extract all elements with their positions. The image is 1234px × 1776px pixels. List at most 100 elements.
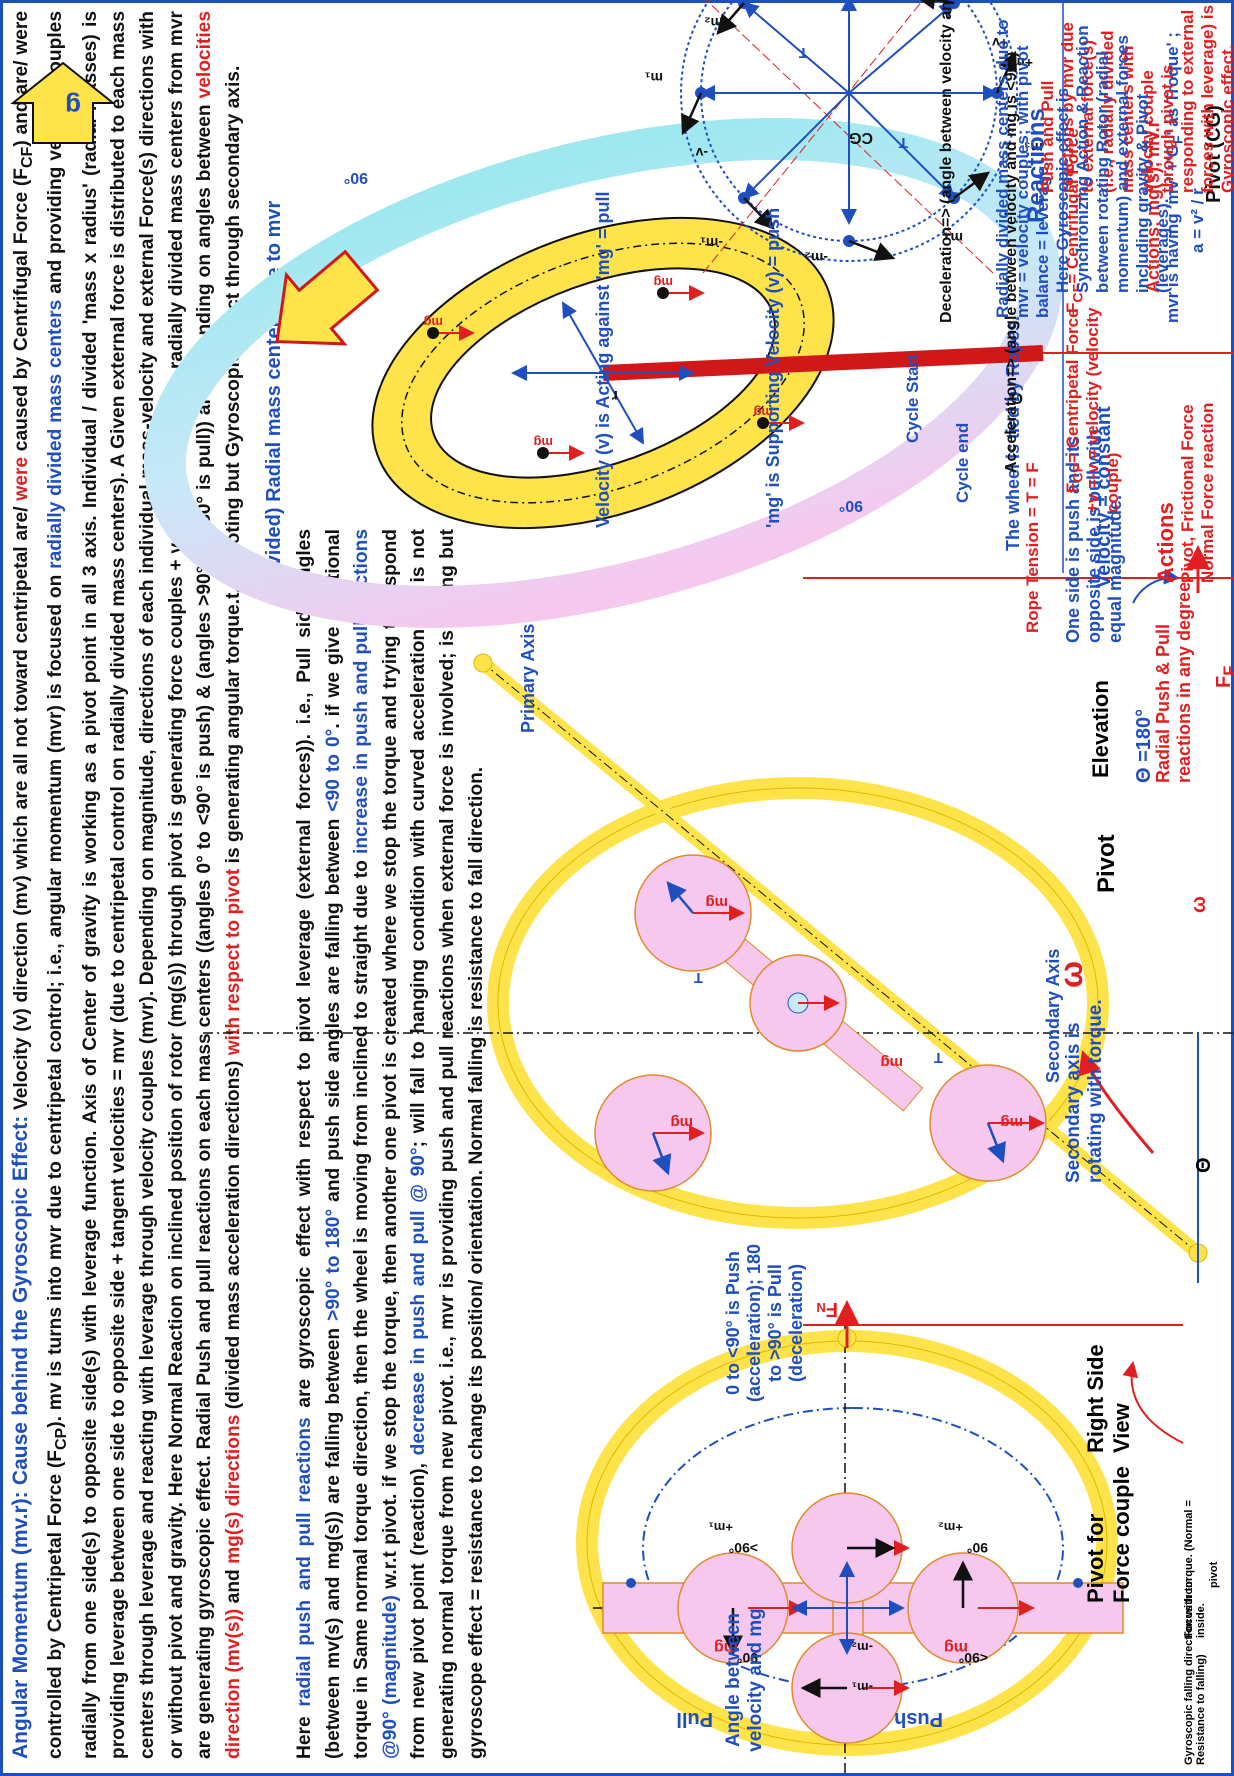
velocity-arrow (915, 0, 955, 10)
ff-label: FF (1213, 666, 1234, 688)
text-segment: N (816, 1300, 825, 1315)
mass-dot (427, 327, 439, 339)
angle-label: <90° (959, 1650, 988, 1666)
pivot-label: Pivot (1093, 834, 1120, 893)
focus-note: Focus from inside. (1183, 1578, 1207, 1638)
omega-arrow (1078, 1050, 1155, 1154)
spoke (848, 1, 956, 94)
deceleration-label: Deceleration=> (angle between velocity a… (938, 0, 955, 323)
tension-label: T (934, 1049, 943, 1066)
mg-label: mg (944, 1639, 968, 1656)
v-label: +v (992, 35, 1008, 51)
velocity-arrow (848, 239, 896, 262)
spoke (742, 1, 850, 94)
mass-label: +m₁ (708, 1520, 733, 1535)
mg-label: mg (881, 1054, 904, 1071)
v-label: -v (695, 145, 708, 161)
fn-label: FN (816, 1298, 838, 1320)
inclined-ring: g r mg mg mg mg 90° 90° Θ (10, 0, 1234, 628)
pivot-rod (602, 345, 1044, 381)
actions-title: Actions (1153, 502, 1178, 583)
spoke (742, 92, 850, 200)
rope-tension: Rope Tension = T = F (1023, 462, 1043, 633)
mass-label: +m₂ (938, 1520, 963, 1535)
velocity-arrow (995, 50, 1017, 94)
pivot-small-label: pivot (1208, 1561, 1220, 1588)
mg-label: mg (714, 1639, 738, 1656)
mg-label: mg (533, 435, 553, 450)
mass-label: -m₁ (852, 1680, 873, 1695)
pull-label: Pull (676, 1708, 713, 1730)
mass-label: m₂ (704, 15, 723, 31)
push-pull-legend: 0 to <90° is Push (acceleration); 180 to… (723, 1243, 806, 1403)
mass-label: -m₂ (851, 1640, 873, 1655)
gravity-arrow-icon (10, 61, 116, 144)
radial-arrow (562, 301, 604, 374)
acting-against-label: Velocity (v) is Acting against 'mg' = pu… (593, 191, 613, 528)
mg-label: mg (706, 894, 729, 911)
velocity-arrow (681, 92, 703, 136)
theta-label: Θ (1193, 1157, 1215, 1173)
theta-label: Θ (1011, 389, 1023, 406)
velocity-couple-label: +v =-v = velocity (velocity couple) (1083, 307, 1122, 513)
mg-label: mg (653, 275, 673, 290)
mg-label: mg (1001, 1114, 1024, 1131)
velocity-arrow (666, 881, 694, 914)
velocity-arrow (651, 1132, 672, 1176)
omega-small-label: ω (1188, 896, 1210, 913)
mg-label: mg (671, 1114, 694, 1131)
angle-title: Angle between velocity and mg (723, 1608, 766, 1752)
angle-label: >90° (729, 1540, 758, 1556)
text-segment: F (1063, 482, 1082, 493)
velocity-arrow (743, 197, 775, 230)
text-segment: Rope Tension = T = F (1023, 462, 1042, 633)
mass-dot (657, 287, 669, 299)
text-segment: = Centripetal Force (1063, 308, 1082, 463)
velocity-arrow (986, 1122, 1006, 1164)
mg-label: mg (423, 315, 443, 330)
view-title: Right Side View (1083, 1344, 1134, 1453)
pivot-couple-label: Pivot for Force couple (1083, 1466, 1134, 1603)
mass-label: m₄ (944, 230, 963, 246)
primary-axis-label: Primary Axis (518, 623, 538, 733)
angle-label: 90° (737, 1650, 758, 1666)
tension-label: T (799, 44, 808, 61)
mass-dot (757, 417, 769, 429)
gradient-band (143, 118, 1063, 628)
text-segment: F (1063, 302, 1082, 313)
diagram-canvas: Push Pull +m₁ +m₂ -m₁ -m₂ mg mg 90° <90°… (10, 0, 1234, 1773)
path-dot (1073, 1578, 1083, 1588)
velocity-arrow (953, 171, 991, 200)
tension-label: T (694, 969, 703, 986)
mass-path (401, 242, 805, 504)
spoke (848, 92, 956, 200)
here-gyro-text: Here Gyroscopic effect is Synchronizing … (1053, 25, 1172, 293)
supporting-label: 'mg' is Supporting Velocity (v) = push (763, 207, 783, 528)
elevation-view: mg mg mg mg T T (203, 545, 1234, 1444)
mass-label: +m₃ (1006, 55, 1033, 71)
angle-label: 90° (839, 497, 863, 514)
yellow-arrow-icon (275, 249, 380, 346)
radial-arrow (602, 372, 644, 445)
path-dot (626, 1578, 636, 1588)
secondary-rotation-label: Secondary axis is rotating with torque. (1063, 999, 1106, 1183)
mass-label: -m₂ (805, 250, 828, 266)
push-label: Push (894, 1708, 943, 1730)
rod-end (473, 653, 493, 673)
angle-label: 90° (344, 169, 368, 186)
torque-arrow (1122, 1361, 1184, 1444)
radius-label: r (612, 387, 618, 404)
circle-view: CG m₁ m₂ m₃ m₄ -m₁ -m₂ +m₃ -v +v T T (645, 0, 1043, 274)
actions-desc: Pivot, Frictional Force Normal Force rea… (1178, 402, 1217, 583)
text-segment: F (1220, 666, 1234, 676)
text-segment: F (1213, 675, 1234, 688)
cg-label: CG (849, 129, 873, 146)
ring-edge (497, 787, 1099, 1219)
velocity-arrow (716, 2, 745, 35)
mass-label: -m₁ (700, 235, 723, 251)
mass-dot (537, 447, 549, 459)
elevation-title: Elevation (1088, 680, 1113, 778)
mass-label: m₃ (1024, 140, 1043, 156)
